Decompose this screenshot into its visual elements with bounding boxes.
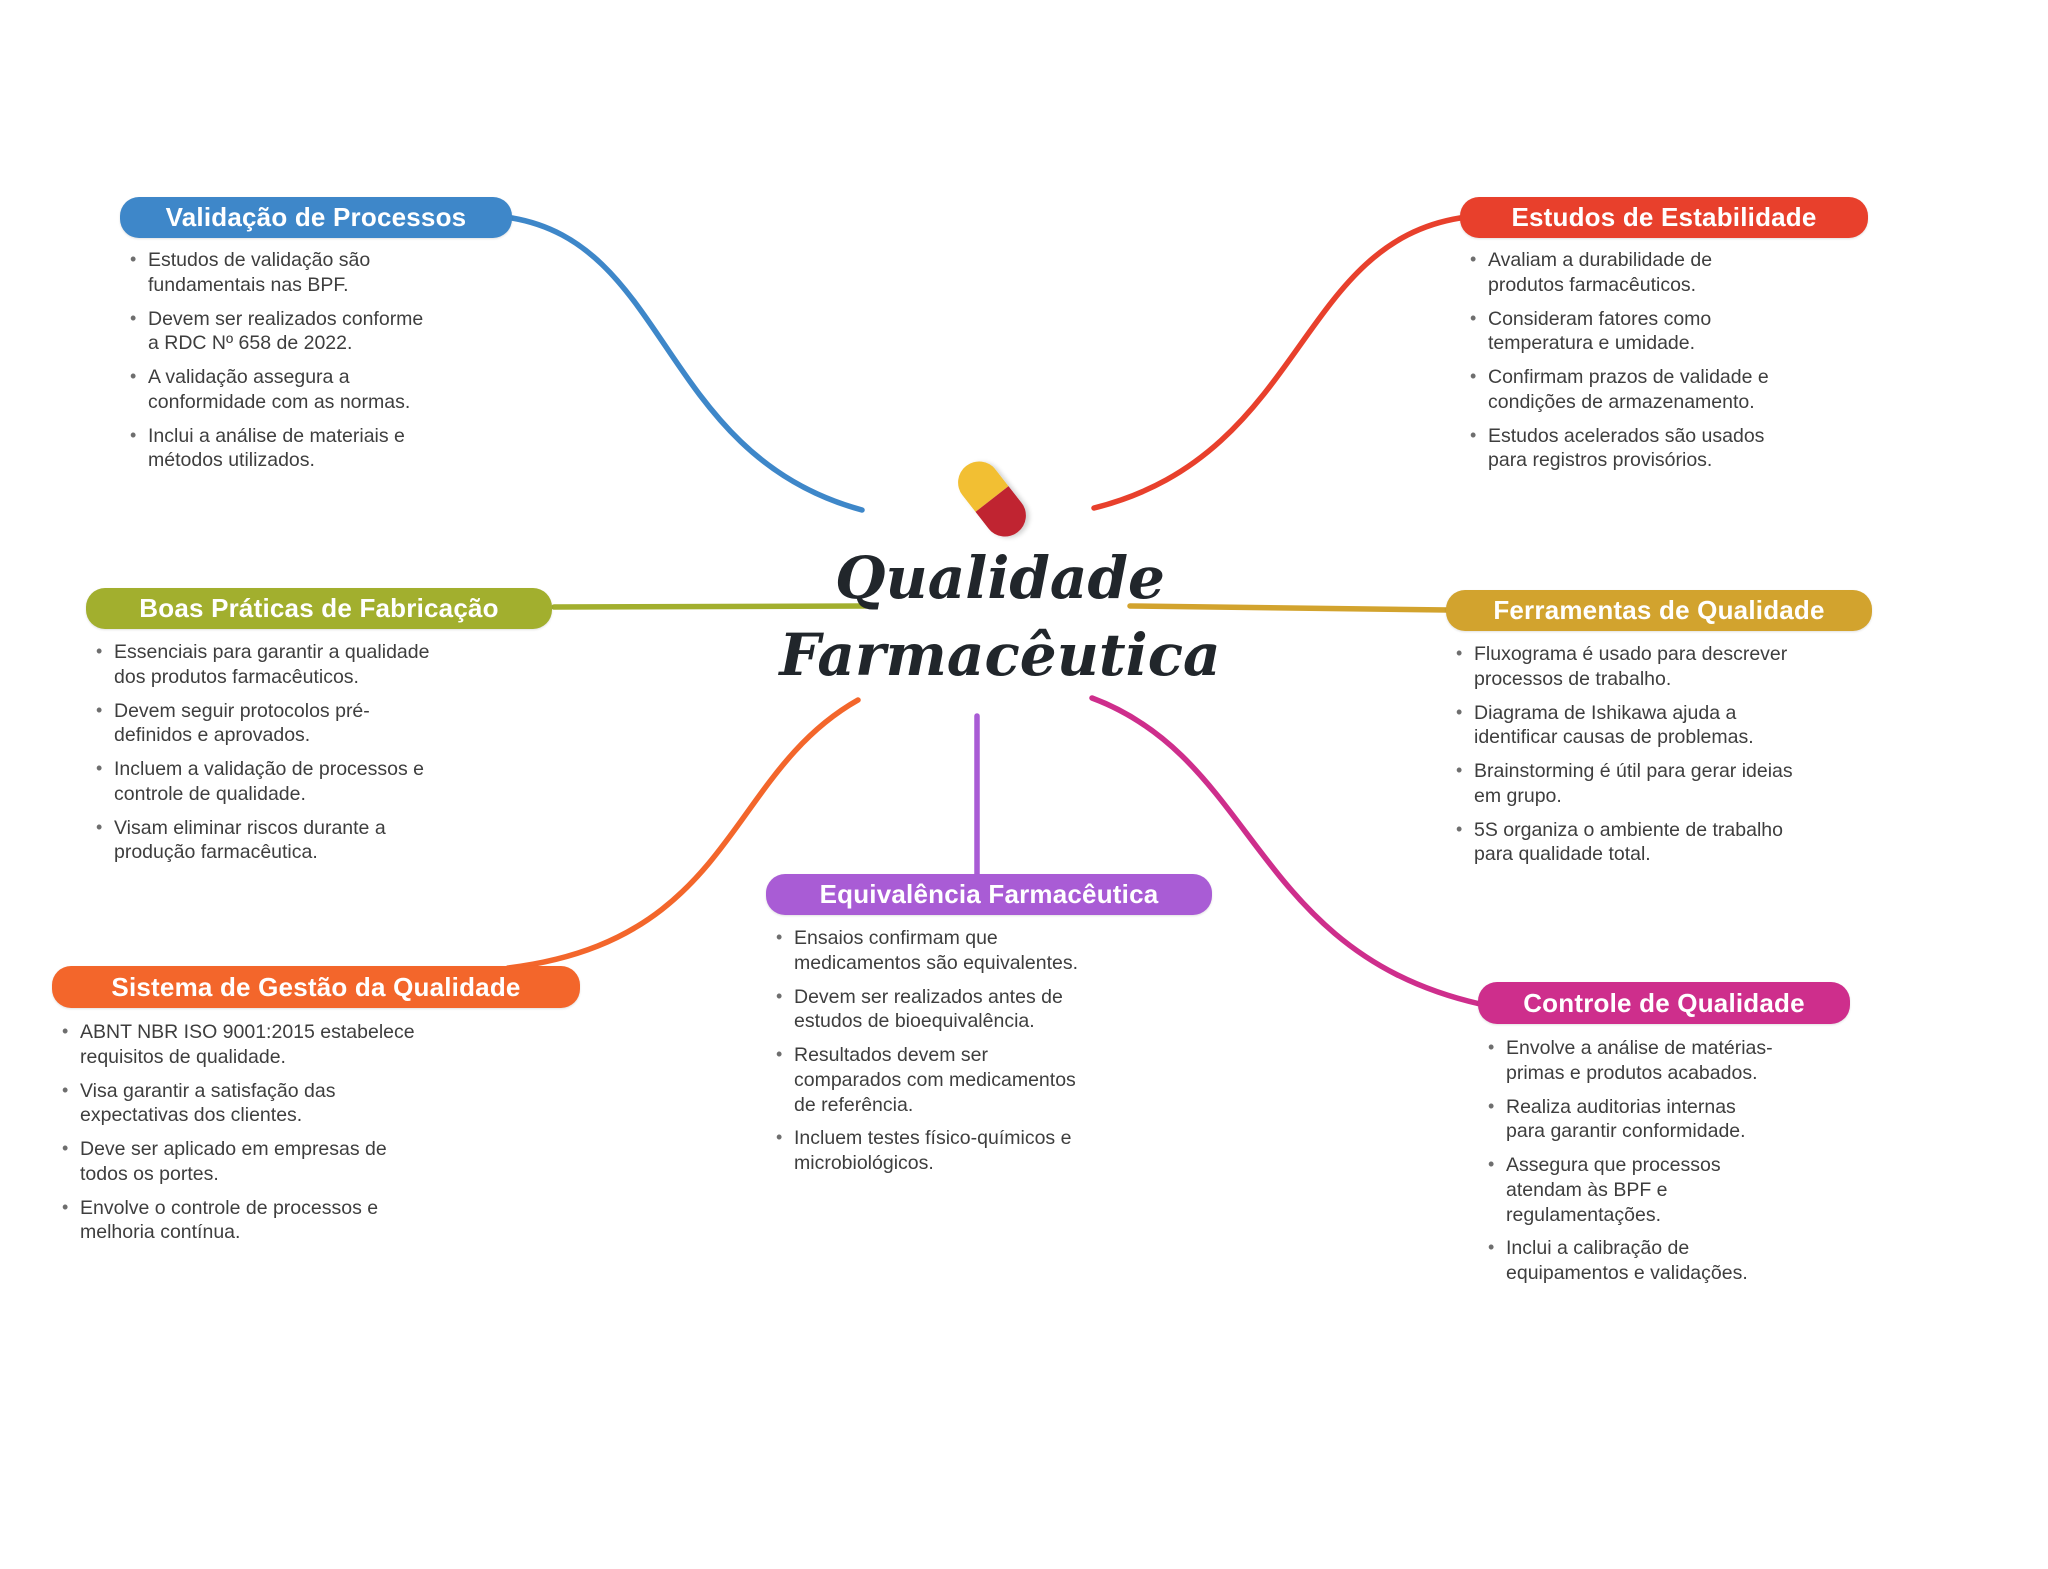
bullet-item: Inclui a calibração de equipamentos e va… — [1486, 1236, 1776, 1286]
branch-header-boas-praticas-de-fabricacao: Boas Práticas de Fabricação — [86, 588, 552, 629]
center-title-line2: Farmacêutica — [779, 620, 1221, 689]
bullet-text: Devem seguir protocolos pré-definidos e … — [114, 699, 370, 747]
bullet-item: ABNT NBR ISO 9001:2015 estabelece requis… — [60, 1020, 435, 1070]
bullet-text: A validação assegura a conformidade com … — [148, 366, 411, 413]
connector-validacao-de-processos — [509, 215, 865, 513]
branch-header-equivalencia-farmaceutica: Equivalência Farmacêutica — [766, 874, 1212, 915]
bullet-item: Diagrama de Ishikawa ajuda a identificar… — [1454, 701, 1799, 751]
bullet-text: 5S organiza o ambiente de trabalho para … — [1474, 818, 1783, 866]
bullet-text: Ensaios confirmam que medicamentos são e… — [794, 927, 1078, 974]
bullet-item: Visam eliminar riscos durante a produção… — [94, 816, 434, 866]
connector-boas-praticas-de-fabricacao — [551, 603, 869, 610]
bullet-text: Essenciais para garantir a qualidade dos… — [114, 641, 430, 688]
branch-header-sistema-de-gestao-da-qualidade: Sistema de Gestão da Qualidade — [52, 966, 580, 1008]
bullet-text: Envolve o controle de processos e melhor… — [80, 1196, 379, 1244]
center-title-line1: Qualidade — [835, 544, 1165, 612]
bullet-text: Devem ser realizados conforme a RDC Nº 6… — [148, 307, 424, 355]
bullet-item: Incluem a validação de processos e contr… — [94, 757, 434, 807]
bullet-item: Realiza auditorias internas para garanti… — [1486, 1095, 1776, 1145]
branch-header-validacao-de-processos: Validação de Processos — [120, 197, 512, 238]
bullet-item: Resultados devem ser comparados com medi… — [774, 1043, 1094, 1117]
branch-bullets-controle-de-qualidade: Envolve a análise de matérias-primas e p… — [1486, 1036, 1776, 1295]
bullet-item: Assegura que processos atendam às BPF e … — [1486, 1153, 1776, 1227]
bullet-item: 5S organiza o ambiente de trabalho para … — [1454, 818, 1799, 868]
bullet-text: Estudos de validação são fundamentais na… — [148, 249, 371, 296]
bullet-text: Brainstorming é útil para gerar ideias e… — [1474, 760, 1793, 807]
bullet-text: Visa garantir a satisfação das expectati… — [80, 1079, 336, 1127]
bullet-text: Assegura que processos atendam às BPF e … — [1506, 1154, 1721, 1226]
bullet-item: Confirmam prazos de validade e condições… — [1468, 365, 1778, 415]
connector-estudos-de-estabilidade — [1091, 215, 1463, 511]
bullet-item: Fluxograma é usado para descrever proces… — [1454, 642, 1799, 692]
connector-sistema-de-gestao-da-qualidade — [505, 697, 861, 971]
bullet-text: Incluem a validação de processos e contr… — [114, 758, 425, 805]
bullet-text: Inclui a análise de materiais e métodos … — [148, 424, 405, 472]
bullet-text: Devem ser realizados antes de estudos de… — [794, 985, 1063, 1033]
bullet-item: Consideram fatores como temperatura e um… — [1468, 307, 1778, 357]
bullet-item: Deve ser aplicado em empresas de todos o… — [60, 1137, 435, 1187]
bullet-text: Diagrama de Ishikawa ajuda a identificar… — [1474, 701, 1754, 749]
bullet-text: Confirmam prazos de validade e condições… — [1488, 366, 1769, 413]
bullet-text: Inclui a calibração de equipamentos e va… — [1506, 1237, 1748, 1284]
connector-ferramentas-de-qualidade — [1127, 603, 1451, 613]
branch-bullets-ferramentas-de-qualidade: Fluxograma é usado para descrever proces… — [1454, 642, 1799, 876]
bullet-item: Visa garantir a satisfação das expectati… — [60, 1079, 435, 1129]
branch-bullets-estudos-de-estabilidade: Avaliam a durabilidade de produtos farma… — [1468, 248, 1778, 482]
bullet-item: Inclui a análise de materiais e métodos … — [128, 424, 428, 474]
bullet-text: Consideram fatores como temperatura e um… — [1488, 307, 1712, 355]
bullet-text: Visam eliminar riscos durante a produção… — [114, 816, 386, 864]
bullet-item: Incluem testes físico-químicos e microbi… — [774, 1126, 1094, 1176]
branch-header-estudos-de-estabilidade: Estudos de Estabilidade — [1460, 197, 1868, 238]
bullet-item: Avaliam a durabilidade de produtos farma… — [1468, 248, 1778, 298]
bullet-text: Estudos acelerados são usados para regis… — [1488, 424, 1765, 472]
bullet-text: Envolve a análise de matérias-primas e p… — [1506, 1037, 1773, 1084]
bullet-item: Estudos de validação são fundamentais na… — [128, 248, 428, 298]
bullet-item: Brainstorming é útil para gerar ideias e… — [1454, 759, 1799, 809]
bullet-item: Estudos acelerados são usados para regis… — [1468, 424, 1778, 474]
center-node — [949, 452, 1035, 546]
bullet-text: Resultados devem ser comparados com medi… — [794, 1044, 1076, 1116]
branch-bullets-sistema-de-gestao-da-qualidade: ABNT NBR ISO 9001:2015 estabelece requis… — [60, 1020, 435, 1254]
connector-controle-de-qualidade — [1089, 695, 1483, 1007]
branch-bullets-validacao-de-processos: Estudos de validação são fundamentais na… — [128, 248, 428, 482]
bullet-text: ABNT NBR ISO 9001:2015 estabelece requis… — [80, 1021, 415, 1068]
bullet-text: Fluxograma é usado para descrever proces… — [1474, 643, 1788, 690]
bullet-item: Devem ser realizados antes de estudos de… — [774, 985, 1094, 1035]
branch-bullets-boas-praticas-de-fabricacao: Essenciais para garantir a qualidade dos… — [94, 640, 434, 874]
branch-header-ferramentas-de-qualidade: Ferramentas de Qualidade — [1446, 590, 1872, 631]
bullet-item: Ensaios confirmam que medicamentos são e… — [774, 926, 1094, 976]
branch-bullets-equivalencia-farmaceutica: Ensaios confirmam que medicamentos são e… — [774, 926, 1094, 1185]
branch-header-controle-de-qualidade: Controle de Qualidade — [1478, 982, 1850, 1024]
bullet-text: Avaliam a durabilidade de produtos farma… — [1488, 249, 1713, 296]
bullet-text: Deve ser aplicado em empresas de todos o… — [80, 1138, 387, 1185]
bullet-item: A validação assegura a conformidade com … — [128, 365, 428, 415]
bullet-text: Realiza auditorias internas para garanti… — [1506, 1095, 1746, 1143]
bullet-text: Incluem testes físico-químicos e microbi… — [794, 1127, 1072, 1174]
bullet-item: Envolve a análise de matérias-primas e p… — [1486, 1036, 1776, 1086]
bullet-item: Envolve o controle de processos e melhor… — [60, 1196, 435, 1246]
bullet-item: Devem ser realizados conforme a RDC Nº 6… — [128, 307, 428, 357]
bullet-item: Devem seguir protocolos pré-definidos e … — [94, 699, 434, 749]
pill-icon — [949, 452, 1035, 546]
bullet-item: Essenciais para garantir a qualidade dos… — [94, 640, 434, 690]
center-title: Qualidade Farmacêutica — [720, 540, 1280, 693]
